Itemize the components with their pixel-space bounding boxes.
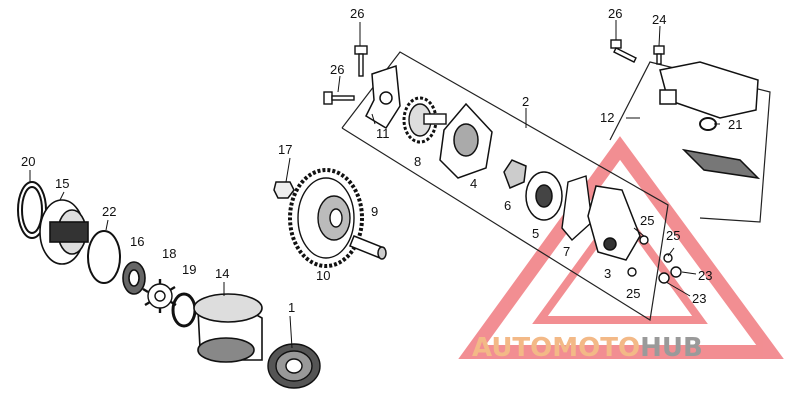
nut-part <box>273 181 295 199</box>
pump-body-part <box>439 102 493 179</box>
part-label-23b: 23 <box>692 291 706 306</box>
part-label-17: 17 <box>278 142 292 157</box>
part-label-8: 8 <box>414 154 421 169</box>
drive-gear-part <box>267 343 321 389</box>
part-label-16: 16 <box>130 234 144 249</box>
shaft-part <box>349 235 387 260</box>
fittings-part <box>627 235 682 284</box>
housing-part <box>39 199 89 265</box>
part-label-10: 10 <box>316 268 330 283</box>
part-label-14: 14 <box>215 266 229 281</box>
inner-rotor-part <box>503 159 527 189</box>
washer-part <box>171 292 197 328</box>
part-label-21: 21 <box>728 117 742 132</box>
outer-rotor-part <box>525 171 563 221</box>
part-label-9: 9 <box>371 204 378 219</box>
part-label-12: 12 <box>600 110 614 125</box>
cover-part <box>561 175 593 242</box>
bearing-part <box>122 261 146 295</box>
o-ring-part <box>87 230 121 284</box>
part-label-3: 3 <box>604 266 611 281</box>
watermark-text: AUTOMOTOHUB <box>472 333 703 363</box>
svg-text:AUTOMOTOHUB: AUTOMOTOHUB <box>472 333 703 363</box>
part-label-23a: 23 <box>698 268 712 283</box>
part-label-7: 7 <box>563 244 570 259</box>
part-label-6: 6 <box>504 198 511 213</box>
part-label-22: 22 <box>102 204 116 219</box>
leader-lines <box>29 20 720 349</box>
sleeve-part <box>193 293 263 363</box>
strainer-cover-part <box>659 61 759 119</box>
part-label-1: 1 <box>288 300 295 315</box>
pump-gear-part <box>402 96 447 144</box>
part-label-11: 11 <box>376 126 390 141</box>
large-gear-part <box>288 168 364 268</box>
part-label-18: 18 <box>162 246 176 261</box>
part-label-24: 24 <box>652 12 666 27</box>
strainer-screen-part <box>681 148 761 180</box>
lock-washer-part <box>142 279 177 313</box>
part-label-25c: 25 <box>626 286 640 301</box>
part-label-15: 15 <box>55 176 69 191</box>
part-label-20: 20 <box>21 154 35 169</box>
part-label-19: 19 <box>182 262 196 277</box>
watermark-hub: HUB <box>640 333 703 363</box>
part-label-2: 2 <box>522 94 529 109</box>
part-label-5: 5 <box>532 226 539 241</box>
part-label-4: 4 <box>470 176 477 191</box>
pump-cover-part <box>587 185 641 261</box>
small-o-ring-part <box>699 117 717 131</box>
part-label-26a: 26 <box>350 6 364 21</box>
part-label-25a: 25 <box>640 213 654 228</box>
part-label-26c: 26 <box>608 6 622 21</box>
watermark-automoto: AUTOMOTO <box>472 333 640 363</box>
part-number-labels: 1 2 3 4 5 6 7 8 9 10 11 12 14 15 16 17 1… <box>21 6 742 315</box>
plate-part <box>365 64 401 130</box>
part-label-25b: 25 <box>666 228 680 243</box>
small-bolt-part <box>653 45 665 65</box>
bolt-part <box>323 39 637 105</box>
watermark-triangle-logo <box>458 136 784 359</box>
part-label-26b: 26 <box>330 62 344 77</box>
